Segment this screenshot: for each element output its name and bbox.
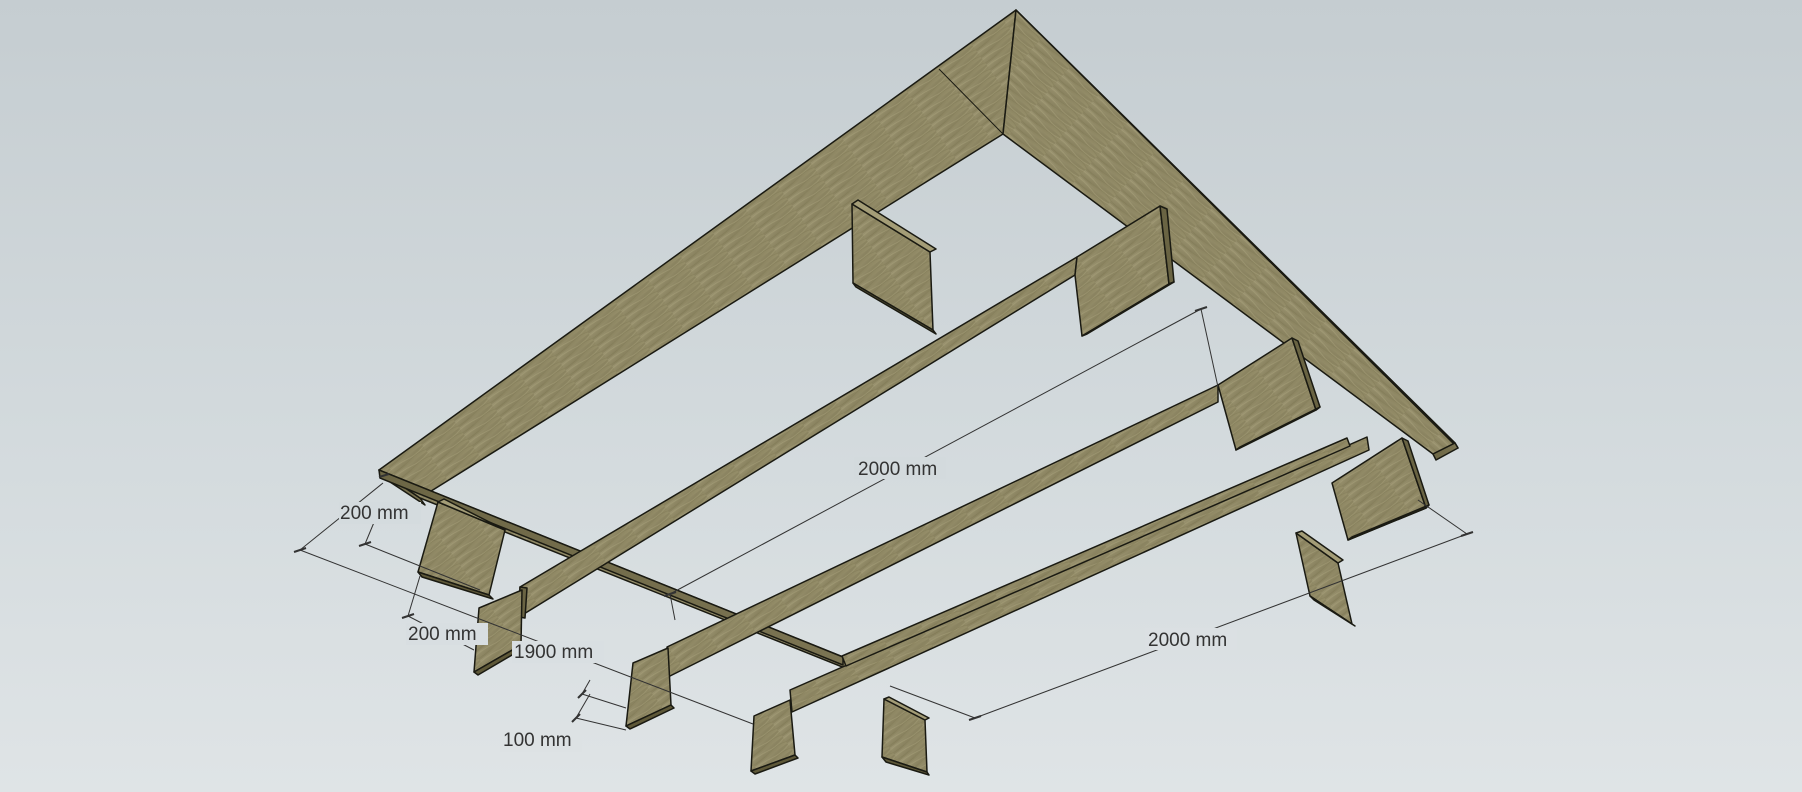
dim-long-span: 2000 mm (858, 459, 937, 480)
joist-front (789, 436, 1430, 713)
dim-beam-thickness: 100 mm (503, 730, 572, 751)
cleat-joist2-end (625, 647, 675, 730)
dim-beam-width-lower: 200 mm (408, 624, 477, 645)
joist-2 (666, 337, 1321, 678)
cleat-top-center (851, 199, 937, 335)
dimension-lines (299, 308, 1468, 731)
cleat-front-end (750, 699, 799, 775)
cleat-left-front (417, 498, 506, 600)
cleat-joist1-end (473, 589, 525, 676)
dimension-ticks (293, 306, 1474, 723)
cleat-right-lower (1295, 530, 1356, 627)
joist-1 (518, 205, 1175, 619)
cleat-bottom-center (881, 696, 930, 776)
dim-depth: 1900 mm (514, 642, 593, 663)
frame-right-beam (1002, 9, 1459, 461)
dim-front-span: 2000 mm (1148, 630, 1227, 651)
dim-beam-width-top: 200 mm (340, 503, 409, 524)
dimension-labels: 2000 mm 2000 mm 200 mm 200 mm 1900 mm 10… (339, 457, 1237, 752)
